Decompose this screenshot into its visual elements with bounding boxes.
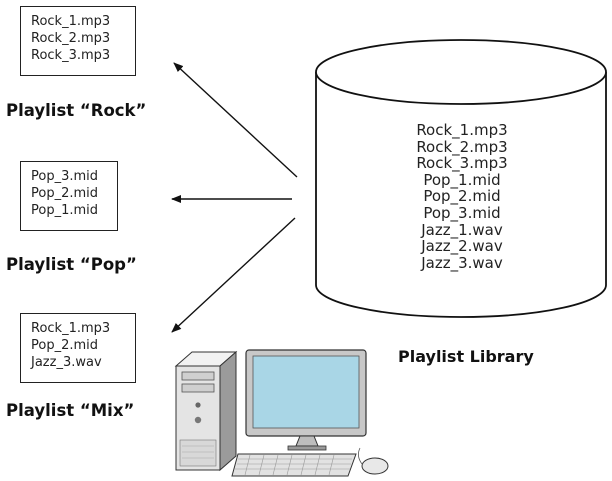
library-file-item: Rock_3.mp3 [416,154,508,173]
arrow-to-rock [173,62,298,178]
playlist-mix-label: Playlist “Mix” [6,401,135,420]
library-file-item: Jazz_1.wav [421,220,503,239]
library-file-item: Pop_2.mid [423,187,501,206]
library-file-item: Rock_1.mp3 [416,121,508,139]
desktop-computer-icon [174,349,389,477]
file-item: Pop_3.mid [31,169,99,184]
file-item: Jazz_3.wav [31,355,102,370]
file-item: Pop_2.mid [31,186,99,201]
arrow-to-mix [171,217,296,333]
playlist-pop-box: Pop_3.mid Pop_2.mid Pop_1.mid [20,161,118,231]
library-file-list: Rock_1.mp3 Rock_2.mp3 Rock_3.mp3 Pop_1.m… [392,122,532,271]
file-item: Rock_1.mp3 [31,321,111,336]
playlist-rock-box: Rock_1.mp3 Rock_2.mp3 Rock_3.mp3 [20,6,136,76]
file-item: Rock_1.mp3 [31,14,111,29]
library-file-item: Pop_1.mid [423,170,501,189]
playlist-pop-label: Playlist “Pop” [6,255,137,274]
file-item: Pop_1.mid [31,203,99,218]
playlist-mix-box: Rock_1.mp3 Pop_2.mid Jazz_3.wav [20,313,136,383]
database-cylinder-icon [315,39,607,318]
library-file-item: Jazz_2.wav [421,237,503,256]
library-label: Playlist Library [398,347,534,366]
file-item: Rock_3.mp3 [31,48,111,63]
library-file-item: Pop_3.mid [423,203,501,222]
file-item: Rock_2.mp3 [31,31,111,46]
playlist-rock-label: Playlist “Rock” [6,101,147,120]
library-file-item: Jazz_3.wav [421,253,503,272]
library-file-item: Rock_2.mp3 [416,137,508,156]
file-item: Pop_2.mid [31,338,99,353]
